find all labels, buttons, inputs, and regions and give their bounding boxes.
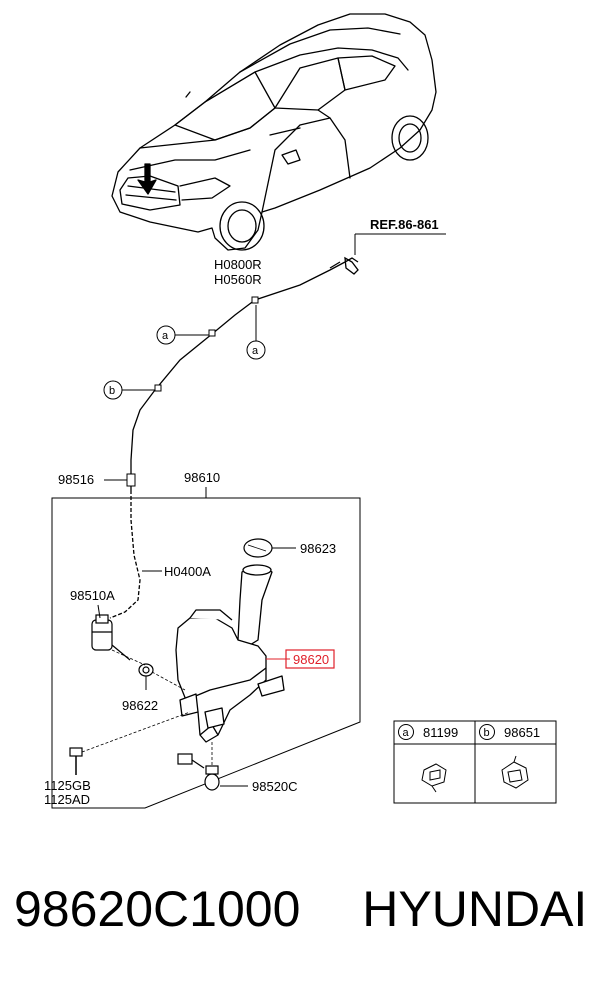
bolt-1125	[69, 711, 191, 775]
hose-label-h0800r: H0800R	[214, 257, 262, 272]
part-98510a-pump	[91, 614, 131, 661]
svg-text:81199: 81199	[423, 725, 458, 740]
part-98620-highlight: 98620	[266, 649, 335, 669]
washer-hose	[130, 257, 359, 490]
label-1125ad: 1125AD	[44, 792, 90, 807]
label-1125gb: 1125GB	[44, 778, 91, 793]
svg-text:a: a	[403, 727, 410, 739]
svg-text:98651: 98651	[504, 725, 540, 740]
footer-caption: 98620C1000 HYUNDAI	[14, 880, 594, 938]
part-98516: 98516	[58, 472, 136, 487]
clip-legend-table: a 81199 b 98651	[393, 720, 557, 804]
inner-hose	[109, 490, 141, 619]
clip-a-callout-left: a	[156, 325, 212, 345]
label-98610: 98610	[184, 470, 220, 485]
reservoir-tank	[175, 564, 285, 743]
footer-brand: HYUNDAI	[362, 881, 588, 937]
part-98623-cap: 98623	[243, 538, 336, 558]
svg-text:98620: 98620	[293, 652, 329, 667]
clip-81199-icon	[421, 763, 447, 793]
svg-text:b: b	[484, 727, 490, 739]
part-98520c-sensor	[177, 742, 248, 791]
hose-connector	[329, 256, 359, 275]
footer-part-number: 98620C1000	[14, 881, 301, 937]
label-98520c: 98520C	[252, 779, 298, 794]
clip-b-callout: b	[103, 380, 158, 400]
label-98622: 98622	[122, 698, 158, 713]
ref-label: REF.86-861	[370, 217, 439, 232]
svg-text:98516: 98516	[58, 472, 94, 487]
hose-clips	[154, 296, 259, 392]
part-98622-grommet	[111, 649, 186, 691]
leader-98510a	[97, 604, 101, 619]
clip-98651-icon	[501, 755, 529, 789]
hose-label-h0560r: H0560R	[214, 272, 262, 287]
svg-text:a: a	[162, 330, 169, 342]
car-illustration	[111, 13, 437, 251]
svg-text:b: b	[109, 385, 115, 397]
clip-a-callout-right: a	[246, 305, 266, 360]
svg-text:a: a	[252, 345, 259, 357]
label-h0400a: H0400A	[164, 564, 211, 579]
label-98510a: 98510A	[70, 588, 115, 603]
svg-text:98623: 98623	[300, 541, 336, 556]
assembly-frame	[51, 497, 361, 809]
